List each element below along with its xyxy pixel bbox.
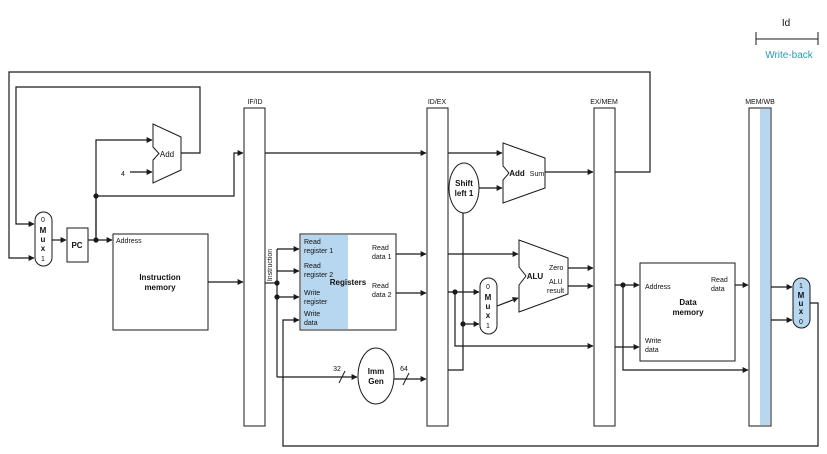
- imm-gen-title-1: Imm: [368, 367, 384, 376]
- pc-mux: 0 M u x 1: [34, 211, 53, 267]
- id-ex-label: ID/EX: [428, 99, 447, 106]
- branch-adder-label: Add: [509, 169, 525, 178]
- instruction-memory-address: Address: [116, 238, 142, 245]
- reg-read-register-2-a: Read: [304, 263, 321, 270]
- data-memory-write-data-1: Write: [645, 338, 661, 345]
- pipeline-register-if-id: IF/ID: [243, 99, 266, 427]
- instruction-memory-title-2: memory: [144, 283, 176, 292]
- stage-legend: Id Write-back: [755, 18, 819, 61]
- data-memory-write-data-2: data: [645, 347, 659, 354]
- write-back-mux: 1 M u x 0: [792, 277, 811, 329]
- alu-mux-in0: 0: [486, 284, 490, 291]
- legend-stage-writeback: Write-back: [765, 50, 814, 61]
- ex-mem-label: EX/MEM: [590, 99, 618, 106]
- alu-mux-letter-u: u: [486, 302, 491, 311]
- pc-mux-letter-u: u: [41, 235, 46, 244]
- pc-adder: Add: [152, 123, 182, 184]
- reg-write-register-a: Write: [304, 290, 320, 297]
- program-counter: PC: [66, 227, 89, 263]
- pc-mux-in1: 1: [41, 256, 45, 263]
- pipeline-register-id-ex: ID/EX: [426, 99, 449, 427]
- alu-label: ALU: [527, 272, 544, 281]
- reg-write-register-b: register: [304, 299, 328, 306]
- data-memory-title-2: memory: [672, 308, 704, 317]
- immediate-generator: Imm Gen: [357, 347, 395, 405]
- alu-result-1: ALU: [549, 279, 563, 286]
- bus-width-marks: [338, 370, 410, 386]
- pc-mux-letter-m: M: [40, 226, 47, 235]
- wire-junctions: [93, 193, 626, 327]
- data-memory-read-data-1: Read: [711, 277, 728, 284]
- pc-adder-label: Add: [160, 150, 174, 159]
- reg-read-data-2-a: Read: [372, 283, 389, 290]
- reg-read-data-2-b: data 2: [372, 292, 392, 299]
- reg-read-register-1-a: Read: [304, 239, 321, 246]
- reg-read-data-1-a: Read: [372, 245, 389, 252]
- pc-mux-in0: 0: [41, 217, 45, 224]
- register-file: Read register 1 Read register 2 Write re…: [299, 233, 397, 331]
- shift-left-label-2: left 1: [455, 189, 474, 198]
- mem-wb-highlight: [760, 109, 770, 425]
- data-memory-address: Address: [645, 284, 671, 291]
- register-file-highlight: [301, 235, 348, 329]
- mem-wb-label: MEM/WB: [745, 99, 775, 106]
- pc-label: PC: [71, 241, 82, 250]
- data-memory-title-1: Data: [679, 298, 697, 307]
- instruction-memory-title-1: Instruction: [139, 273, 180, 282]
- wb-mux-in1: 1: [799, 283, 803, 290]
- wb-mux-letter-x: x: [799, 307, 804, 316]
- alu-mux-letter-m: M: [485, 293, 492, 302]
- alu-result-2: result: [547, 288, 564, 295]
- reg-write-data-a: Write: [304, 311, 320, 318]
- alu-mux-in1: 1: [486, 323, 490, 330]
- wb-mux-letter-u: u: [799, 299, 804, 308]
- wb-mux-in0: 0: [799, 319, 803, 326]
- imm-gen-title-2: Gen: [368, 377, 384, 386]
- alu-zero: Zero: [549, 265, 564, 272]
- imm-gen-output-width: 64: [400, 366, 408, 373]
- alu-src-mux: 0 M u x 1: [479, 277, 498, 335]
- imm-gen-input-width: 32: [333, 366, 341, 373]
- branch-adder-sum: Sum: [530, 171, 545, 178]
- datapath-wires: [8, 71, 819, 447]
- registers-title: Registers: [330, 278, 367, 287]
- reg-write-data-b: data: [304, 320, 318, 327]
- shift-left-unit: Shift left 1: [448, 162, 480, 214]
- branch-adder: Add Sum: [502, 142, 546, 204]
- constant-four: 4: [121, 171, 125, 178]
- reg-read-register-1-b: register 1: [304, 248, 333, 255]
- pipeline-register-mem-wb: MEM/WB: [745, 99, 775, 427]
- reg-read-register-2-b: register 2: [304, 272, 333, 279]
- shift-left-label-1: Shift: [455, 179, 473, 188]
- wb-mux-letter-m: M: [798, 291, 805, 300]
- pipeline-register-ex-mem: EX/MEM: [590, 99, 618, 427]
- alu-mux-letter-x: x: [486, 311, 491, 320]
- instruction-memory: Address Instruction memory: [112, 233, 209, 331]
- alu: ALU Zero ALU result: [518, 239, 569, 313]
- reg-read-data-1-b: data 1: [372, 254, 392, 261]
- instruction-bus-label: Instruction: [267, 249, 274, 281]
- pc-mux-letter-x: x: [41, 244, 46, 253]
- data-memory-read-data-2: data: [711, 286, 725, 293]
- data-memory: Address Data memory Read data Write data: [639, 262, 736, 362]
- if-id-label: IF/ID: [247, 99, 262, 106]
- legend-stage-top: Id: [782, 18, 790, 29]
